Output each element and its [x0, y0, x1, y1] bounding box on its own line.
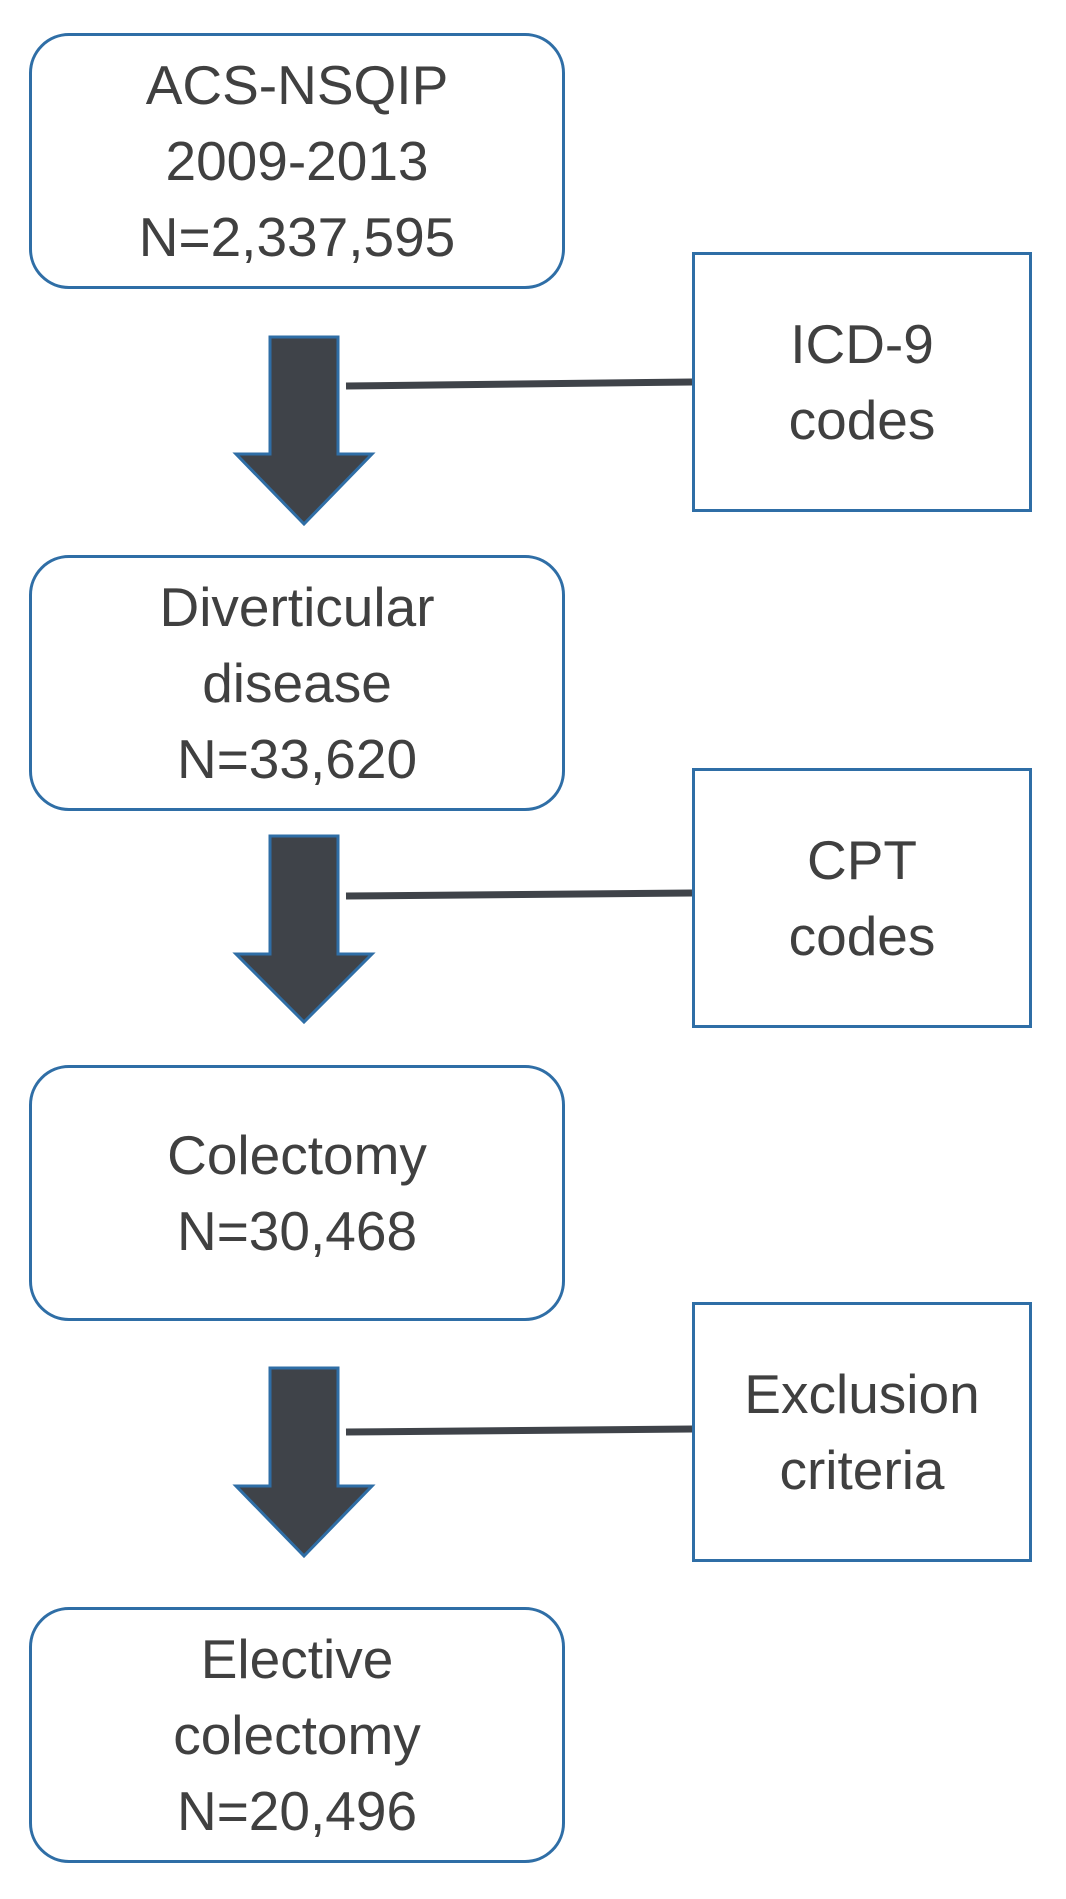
filter-exclusion-line-1: Exclusion — [744, 1363, 980, 1425]
stage-elective-line-2: colectomy — [173, 1704, 421, 1766]
stage-box-diverticular: Diverticular disease N=33,620 — [29, 555, 565, 811]
stage-box-source: ACS-NSQIP 2009-2013 N=2,337,595 — [29, 33, 565, 289]
connector-line-1 — [345, 378, 693, 390]
down-arrow-1 — [232, 335, 376, 527]
stage-colectomy-line-1: Colectomy — [167, 1124, 427, 1186]
down-arrow-3 — [232, 1366, 376, 1559]
filter-cpt-line-2: codes — [788, 905, 936, 967]
stage-diverticular-line-2: disease — [202, 652, 392, 714]
filter-cpt-line-1: CPT — [807, 829, 917, 891]
stage-elective-line-3: N=20,496 — [176, 1780, 418, 1842]
filter-icd9-line-2: codes — [788, 389, 936, 451]
filter-exclusion-line-2: criteria — [779, 1439, 945, 1501]
stage-box-elective: Elective colectomy N=20,496 — [29, 1607, 565, 1863]
filter-icd9-line-1: ICD-9 — [790, 313, 934, 375]
stage-box-colectomy: Colectomy N=30,468 — [29, 1065, 565, 1321]
stage-diverticular-line-1: Diverticular — [159, 576, 435, 638]
filter-box-cpt: CPT codes — [692, 768, 1032, 1028]
stage-source-line-3: N=2,337,595 — [138, 206, 456, 268]
down-arrow-2 — [232, 834, 376, 1025]
stage-diverticular-line-3: N=33,620 — [176, 728, 418, 790]
stage-colectomy-line-2: N=30,468 — [176, 1200, 418, 1262]
filter-box-exclusion: Exclusion criteria — [692, 1302, 1032, 1562]
stage-source-line-1: ACS-NSQIP — [145, 54, 449, 116]
stage-elective-line-1: Elective — [200, 1628, 394, 1690]
filter-box-icd9: ICD-9 codes — [692, 252, 1032, 512]
connector-line-3 — [345, 1425, 693, 1436]
stage-source-line-2: 2009-2013 — [165, 130, 429, 192]
connector-line-2 — [345, 889, 693, 900]
